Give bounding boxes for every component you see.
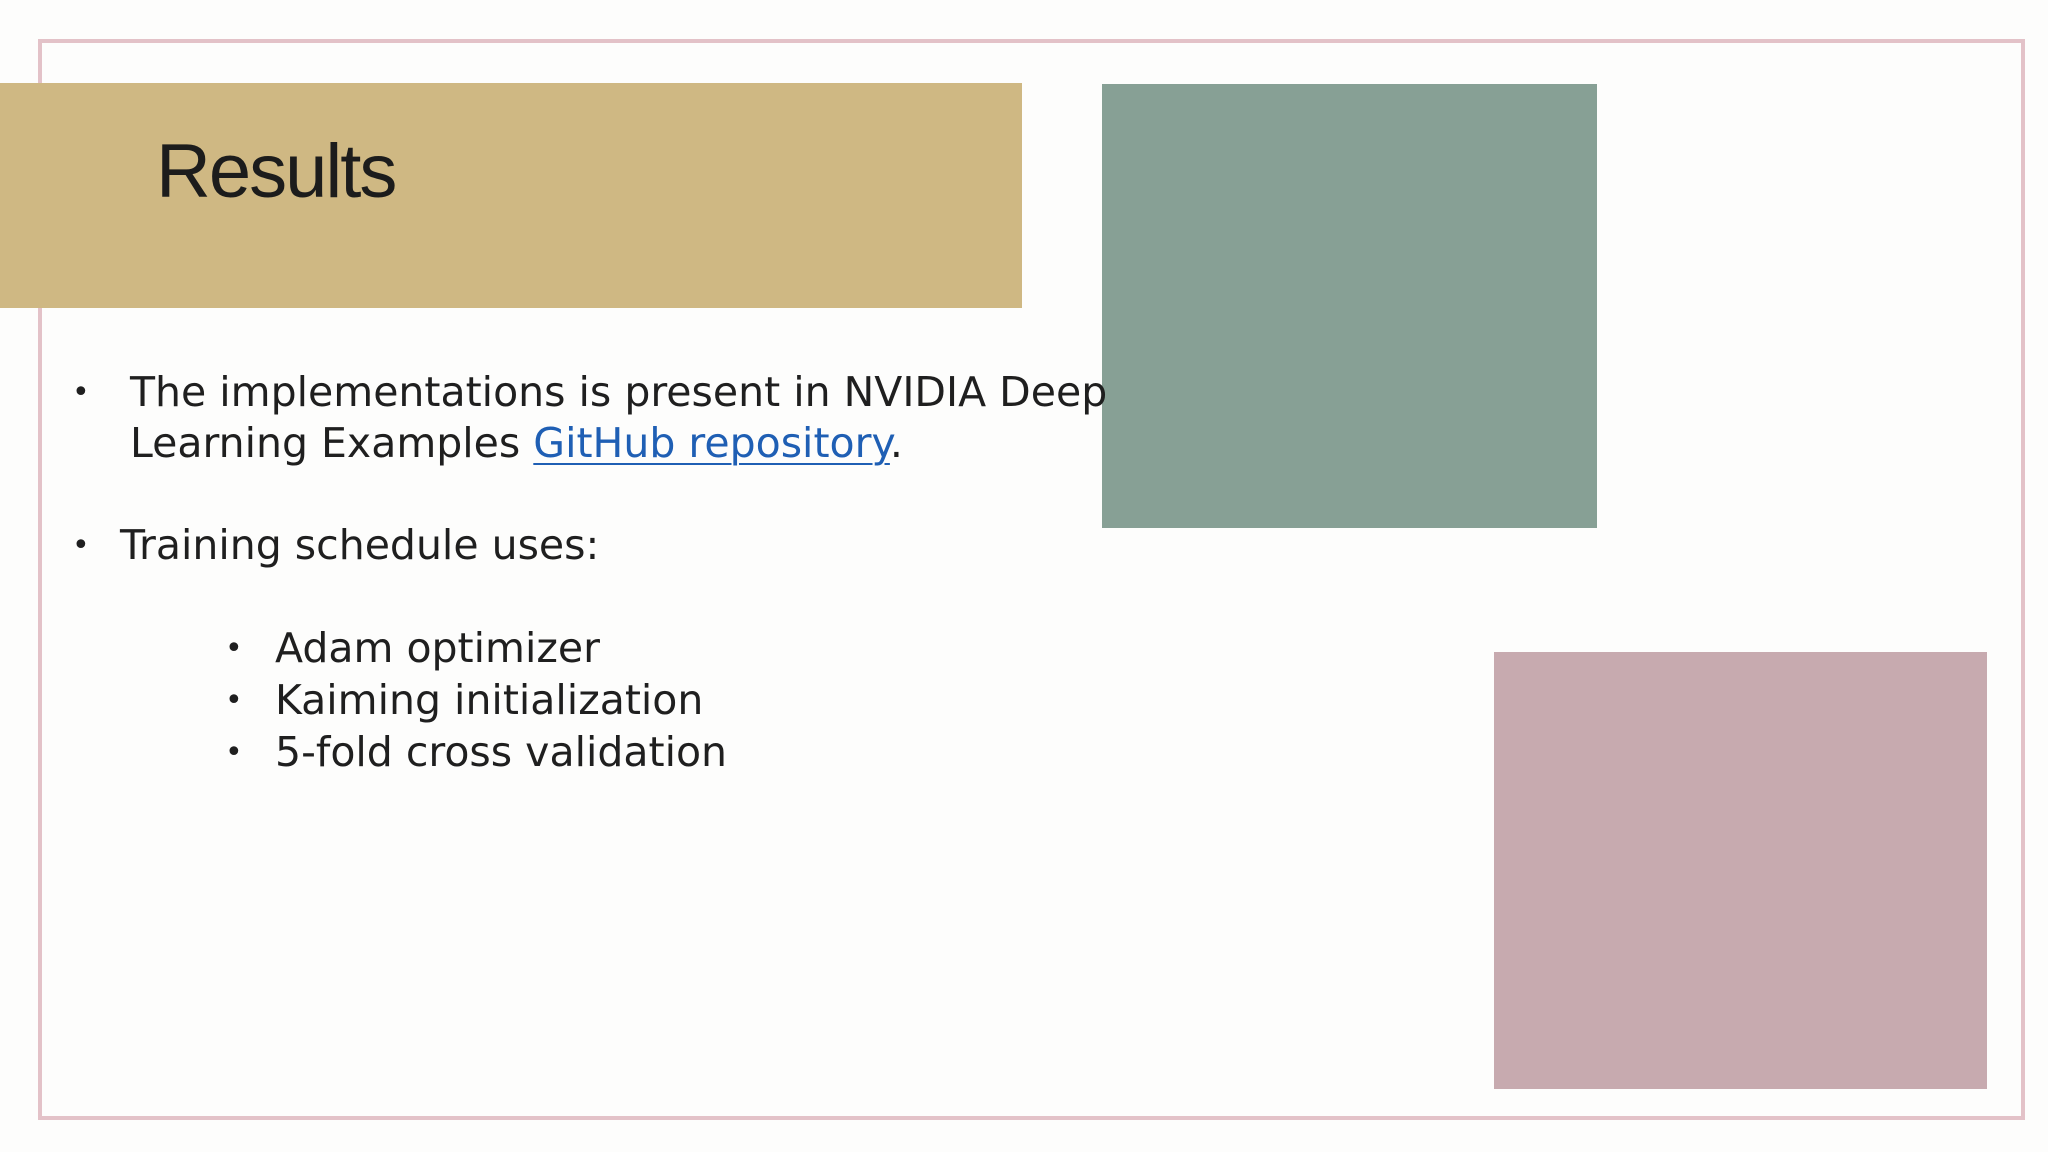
- github-repository-link[interactable]: GitHub repository: [533, 419, 890, 467]
- title-band: [0, 83, 1022, 308]
- bullet-line-2-suffix: .: [889, 419, 903, 467]
- slide-border: [38, 39, 2025, 1120]
- bullet-line-2: Learning Examples GitHub repository.: [130, 418, 1107, 469]
- slide-title: Results: [156, 129, 397, 214]
- sub-bullet-text: 5-fold cross validation: [275, 728, 728, 776]
- bullet-line-1: The implementations is present in NVIDIA…: [130, 368, 1108, 416]
- pink-decorative-block: [1494, 652, 1987, 1089]
- sub-bullet-text: Kaiming initialization: [275, 676, 704, 724]
- bullet-marker: •: [72, 375, 90, 410]
- bullet-line-2-prefix: Learning Examples: [130, 419, 534, 467]
- bullet-marker: •: [225, 735, 243, 770]
- bullet-text: The implementations is present in NVIDIA…: [130, 367, 1107, 469]
- bullet-marker: •: [225, 683, 243, 718]
- bullet-marker: •: [225, 631, 243, 666]
- green-decorative-block: [1102, 84, 1597, 528]
- bullet-marker: •: [72, 528, 90, 563]
- sub-bullet-text: Adam optimizer: [275, 624, 600, 672]
- bullet-text: Training schedule uses:: [120, 521, 600, 569]
